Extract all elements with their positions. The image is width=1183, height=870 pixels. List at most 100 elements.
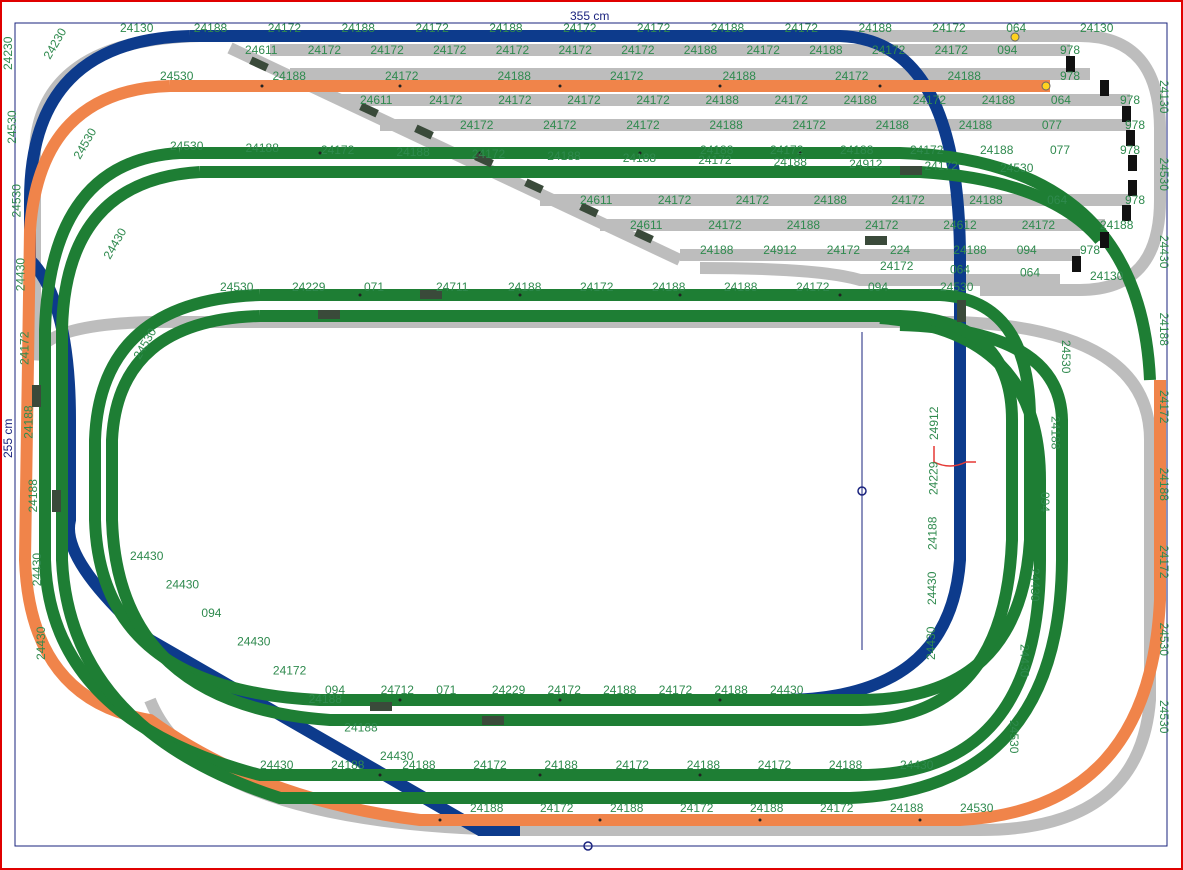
track-part-label: 24188 (700, 143, 734, 157)
track-part-label: 24188 (684, 43, 718, 57)
signal-light[interactable] (1041, 81, 1051, 91)
bumper[interactable] (1128, 180, 1137, 196)
track-part-label: 24530 (170, 139, 204, 153)
turnout-motor[interactable] (482, 716, 504, 725)
turnout-motor[interactable] (52, 490, 61, 512)
track-part-label: 24712 (381, 683, 415, 697)
track-part-label: 24188 (652, 280, 686, 294)
center-reference-marker[interactable] (857, 486, 867, 496)
track-part-label: 24188 (1049, 416, 1063, 450)
turnout-motor[interactable] (957, 300, 966, 322)
green-inner-loop-2[interactable] (106, 310, 1018, 726)
green-inner-loop-1[interactable] (89, 289, 1036, 706)
track-part-label: 24430 (260, 758, 294, 772)
track-part-label: 24130 (1157, 80, 1171, 114)
bumper[interactable] (1100, 232, 1109, 248)
track-part-label: 24172 (775, 93, 809, 107)
track-part-label: 24172 (659, 683, 693, 697)
track-part-label: 24172 (415, 21, 449, 35)
track-part-label: 24188 (859, 21, 893, 35)
track-part-label: 064 (950, 262, 970, 276)
track-part-label: 071 (364, 280, 384, 294)
blue-track-top[interactable] (190, 30, 966, 706)
track-part-label: 24430 (770, 683, 804, 697)
track-part-label: 24188 (402, 758, 436, 772)
track-part-label: 24611 (245, 43, 278, 57)
green-outer-loop-3[interactable] (200, 166, 1105, 244)
track-part-label: 24188 (623, 151, 657, 165)
turnout-motor[interactable] (524, 178, 544, 194)
track-part-label: 24912 (849, 157, 883, 171)
track-part-label: 24172 (321, 143, 355, 157)
track-part-label: 24188 (194, 21, 228, 35)
board-outline (14, 22, 1168, 847)
track-part-label: 24530 (960, 801, 994, 815)
track-part-label: 24188 (774, 155, 808, 169)
track-part-label: 24172 (308, 43, 342, 57)
track-part-label: 24430 (130, 549, 164, 563)
turnout-motor[interactable] (359, 102, 379, 118)
grey-outer-loop[interactable] (200, 30, 1166, 296)
turnout-motor[interactable] (420, 290, 442, 299)
track-part-label: 24172 (935, 43, 969, 57)
bumper[interactable] (1066, 56, 1075, 72)
turnout-motor[interactable] (634, 228, 654, 244)
track-part-label: 24172 (758, 758, 792, 772)
track-part-label: 24172 (1022, 218, 1056, 232)
track-part-label: 24530 (70, 125, 99, 161)
track-part-label: 24172 (18, 331, 32, 365)
track-part-label: 24172 (621, 43, 655, 57)
bumper[interactable] (1072, 256, 1081, 272)
track-part-label: 978 (1125, 193, 1145, 207)
signal-light[interactable] (1010, 32, 1020, 42)
track-part-label: 24172 (796, 280, 830, 294)
bottom-reference-marker[interactable] (583, 841, 593, 851)
track-part-label: 24230 (40, 25, 69, 61)
bumper[interactable] (1122, 106, 1131, 122)
track-part-label: 24130 (1090, 269, 1124, 283)
green-loop-group (39, 147, 1156, 804)
blue-line-group (24, 30, 966, 836)
track-part-label: 094 (997, 43, 1017, 57)
turnout-motor[interactable] (249, 56, 269, 72)
blue-track-left[interactable] (24, 30, 520, 836)
track-part-label: 978 (1120, 143, 1140, 157)
track-part-label: 24172 (910, 143, 944, 157)
track-part-label: 24430 (925, 571, 939, 605)
track-joint-markers (260, 84, 922, 822)
track-part-label: 24188 (603, 683, 637, 697)
turnout-motor[interactable] (579, 202, 599, 218)
track-part-label: 24188 (714, 683, 748, 697)
bumper[interactable] (1126, 130, 1135, 146)
track-part-label: 24172 (835, 69, 869, 83)
track-part-label: 24530 (1007, 720, 1021, 754)
green-outer-loop-1[interactable] (180, 147, 1156, 381)
grey-yard-track-8[interactable] (699, 262, 1060, 286)
track-part-label: 978 (1060, 43, 1080, 57)
track-part-label: 24172 (698, 153, 732, 167)
turnout-motor[interactable] (900, 166, 922, 175)
track-part-label: 24172 (913, 93, 947, 107)
track-part-label: 24172 (616, 758, 650, 772)
turnout-motor[interactable] (474, 152, 494, 168)
bumper[interactable] (1128, 155, 1137, 171)
track-part-label: 24172 (626, 118, 660, 132)
bumper[interactable] (1122, 205, 1131, 221)
track-part-label: 24430 (1028, 568, 1042, 602)
track-part-label: 094 (325, 683, 345, 697)
track-part-label: 24188 (706, 93, 740, 107)
green-outer-loop-4[interactable] (56, 166, 1068, 804)
turnout-motor[interactable] (318, 310, 340, 319)
turnout-motor[interactable] (32, 385, 41, 407)
turnout-motor[interactable] (414, 124, 434, 140)
track-part-label: 24188 (980, 143, 1014, 157)
turnout-motor[interactable] (865, 236, 887, 245)
turnout-motor[interactable] (370, 702, 392, 711)
track-part-label: 24530 (1157, 700, 1171, 734)
track-part-label: 094 (201, 606, 221, 620)
track-part-label: 24188 (969, 193, 1003, 207)
bumper[interactable] (1100, 80, 1109, 96)
isolation-marker[interactable] (933, 446, 976, 467)
track-part-label: 24430 (100, 225, 129, 261)
